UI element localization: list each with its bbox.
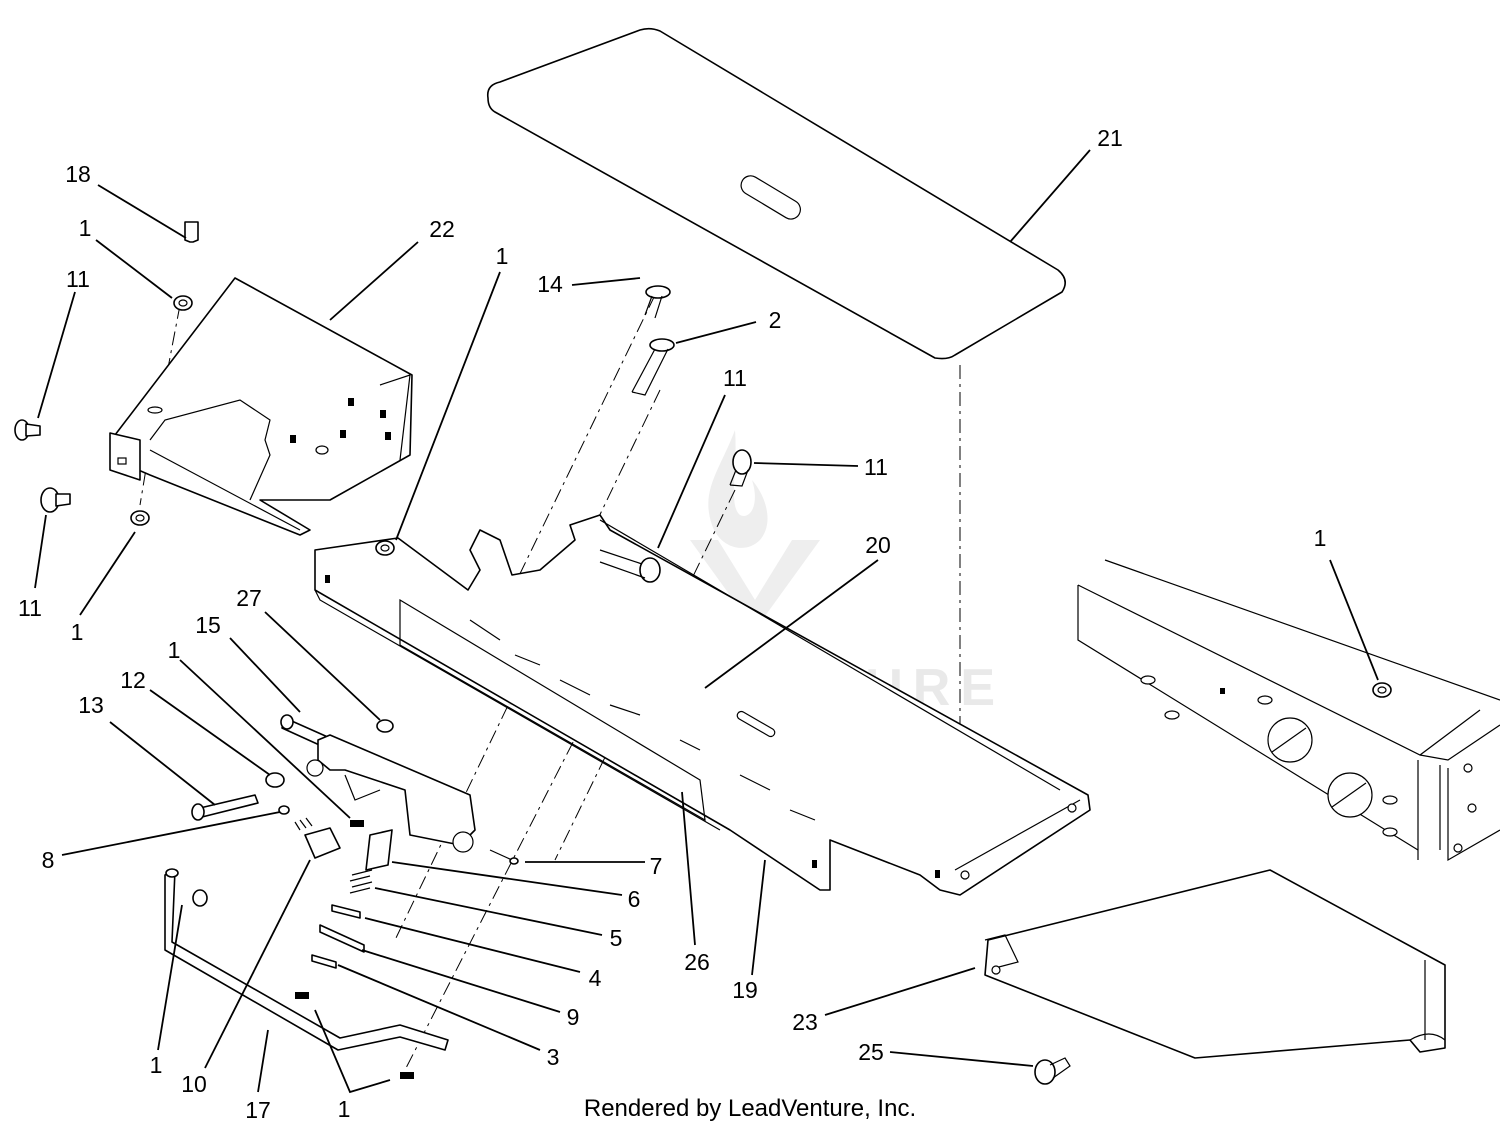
callout-15: 15	[195, 612, 221, 638]
callout-1: 1	[150, 1052, 163, 1078]
callout-22: 22	[429, 216, 455, 242]
linkage-assembly	[164, 714, 519, 1079]
watermark-v-icon	[690, 540, 820, 630]
callout-17: 17	[245, 1097, 271, 1123]
part-19-tray	[314, 514, 1091, 896]
callout-25: 25	[858, 1039, 884, 1065]
callout-1: 1	[168, 637, 181, 663]
callout-8: 8	[42, 847, 55, 873]
callout-9: 9	[567, 1004, 580, 1030]
watermark-flame-icon	[708, 430, 768, 548]
callout-14: 14	[537, 271, 563, 297]
callout-11: 11	[66, 266, 90, 292]
frame-rail	[1077, 559, 1500, 862]
callout-13: 13	[78, 692, 104, 718]
callout-1: 1	[496, 243, 509, 269]
hardware	[14, 221, 1392, 1085]
callout-4: 4	[589, 965, 602, 991]
callout-27: 27	[236, 585, 262, 611]
footer-credit: Rendered by LeadVenture, Inc.	[584, 1095, 916, 1122]
callout-26: 26	[684, 949, 710, 975]
callout-1: 1	[79, 215, 92, 241]
callout-1: 1	[338, 1096, 351, 1122]
callout-3: 3	[547, 1044, 560, 1070]
part-21-pad	[486, 27, 1066, 360]
callout-1: 1	[71, 619, 84, 645]
part-22-bracket	[109, 277, 413, 536]
callout-19: 19	[732, 977, 758, 1003]
callout-11: 11	[723, 365, 747, 391]
leader-lines	[34, 149, 1379, 1094]
callout-2: 2	[769, 307, 782, 333]
callout-11: 11	[864, 454, 888, 480]
callout-7: 7	[650, 853, 663, 879]
callout-12: 12	[120, 667, 146, 693]
callout-1: 1	[1314, 525, 1327, 551]
callout-labels: 18 1 11 22 1 14 2 21 11 11 20 11 1 27 15…	[18, 125, 1326, 1123]
callout-10: 10	[181, 1071, 207, 1097]
part-23-plate	[984, 869, 1446, 1059]
callout-18: 18	[65, 161, 91, 187]
callout-11: 11	[18, 595, 42, 621]
callout-5: 5	[610, 925, 623, 951]
callout-23: 23	[792, 1009, 818, 1035]
callout-20: 20	[865, 532, 891, 558]
callout-21: 21	[1097, 125, 1123, 151]
callout-6: 6	[628, 886, 641, 912]
